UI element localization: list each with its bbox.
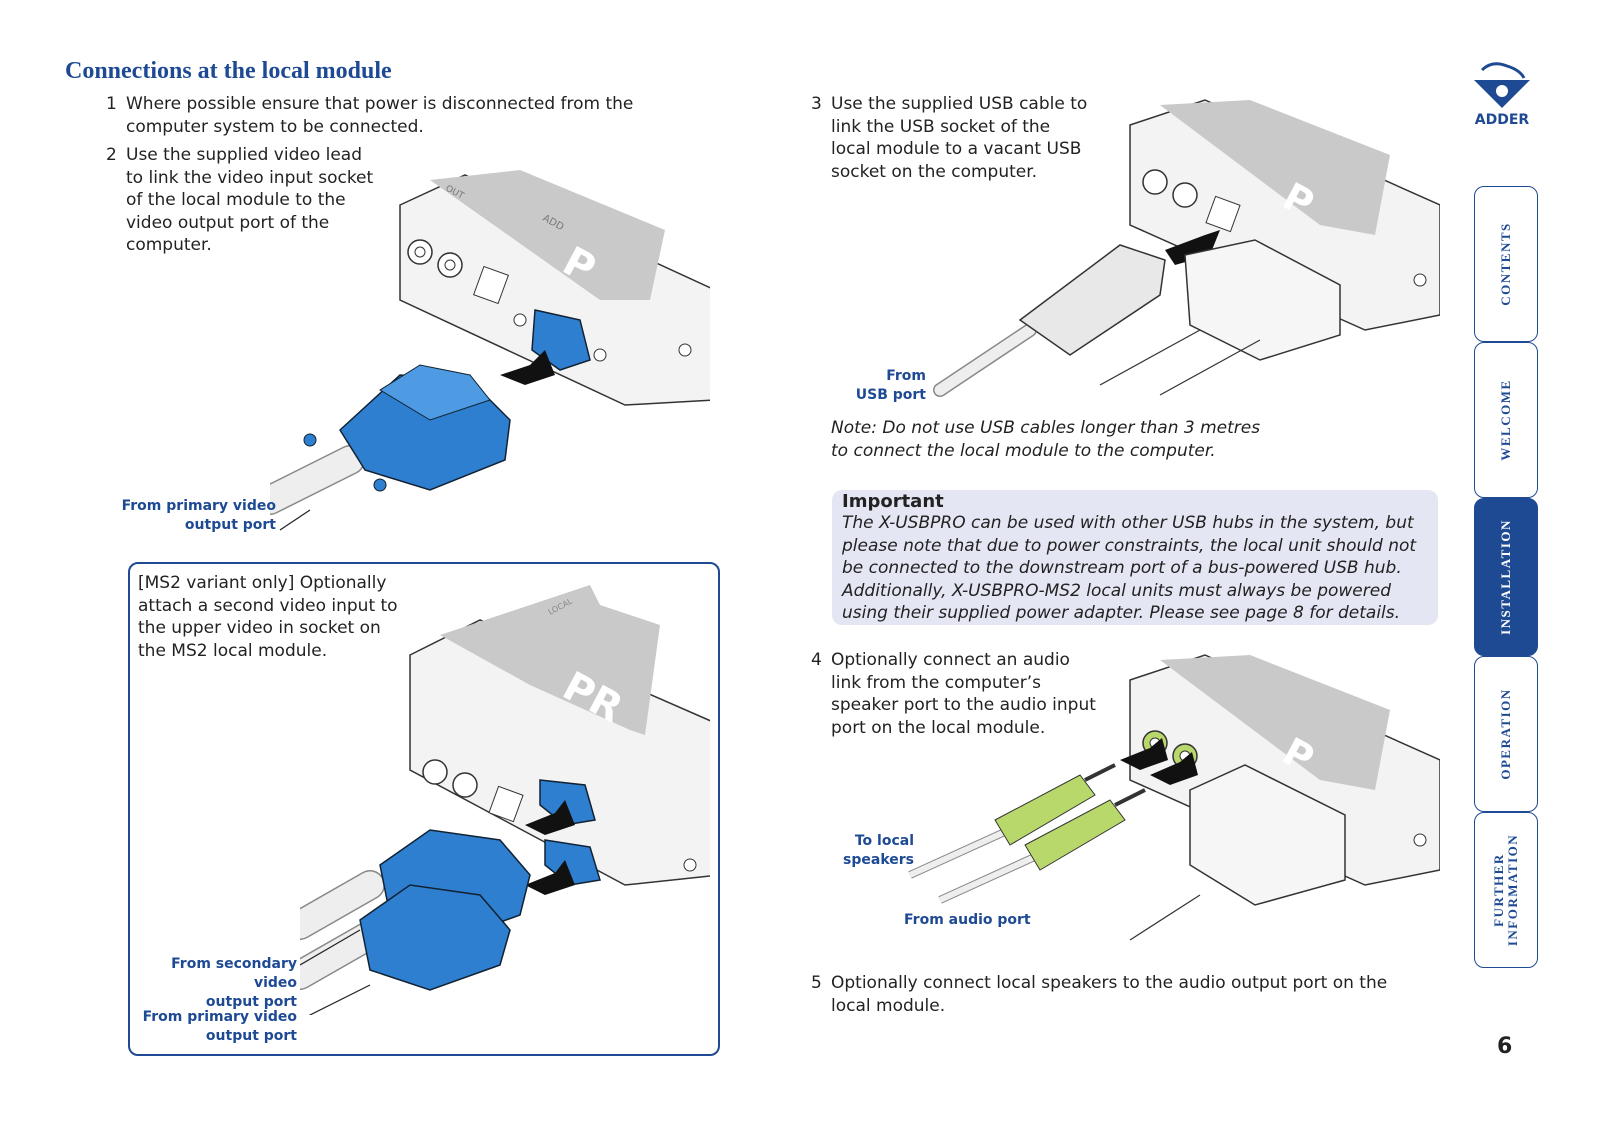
tab-label: WELCOME <box>1498 379 1513 461</box>
step-number: 4 <box>811 650 822 670</box>
caption-line: From primary video <box>121 498 276 514</box>
caption-line: From secondary video <box>171 956 297 991</box>
caption-line: speakers <box>843 852 914 868</box>
step-text: Use the supplied video lead to link the … <box>126 145 374 255</box>
caption-local-speakers: To local speakers <box>838 832 914 870</box>
caption-line: From <box>886 368 926 384</box>
tab-label: CONTENTS <box>1498 222 1513 306</box>
tab-contents[interactable]: CONTENTS <box>1474 186 1538 342</box>
tab-label-line: FURTHER <box>1491 853 1506 927</box>
step-3: 3 Use the supplied USB cable to link the… <box>811 93 1091 183</box>
step-number: 2 <box>106 145 117 165</box>
caption-audio-port: From audio port <box>904 912 1031 928</box>
step-number: 1 <box>106 94 117 114</box>
tab-label: OPERATION <box>1498 688 1513 780</box>
tab-label: FURTHER INFORMATION <box>1491 833 1520 947</box>
usb-cable-note: Note: Do not use USB cables longer than … <box>831 418 1261 461</box>
caption-line: USB port <box>855 387 926 403</box>
ms2-variant-text: [MS2 variant only] Optionally attach a s… <box>138 573 398 661</box>
caption-line: To local <box>854 833 914 849</box>
page-number: 6 <box>1497 1034 1513 1059</box>
important-heading: Important <box>842 491 944 512</box>
step-text: Use the supplied USB cable to link the U… <box>831 94 1088 182</box>
usb-connection-illustration: P <box>933 99 1440 397</box>
step-text: Optionally connect local speakers to the… <box>831 973 1388 1016</box>
step-number: 5 <box>811 973 822 993</box>
caption-primary-video-ms2: From primary video output port <box>135 1008 297 1046</box>
vga-connection-illustration: P ADD OUT <box>270 170 710 531</box>
important-box: Important The X-USBPRO can be used with … <box>832 490 1438 625</box>
tab-label: INSTALLATION <box>1498 519 1513 635</box>
caption-secondary-video: From secondary video output port <box>135 955 297 1012</box>
tab-operation[interactable]: OPERATION <box>1474 656 1538 812</box>
step-text: Where possible ensure that power is disc… <box>126 94 634 137</box>
tab-installation[interactable]: INSTALLATION <box>1474 498 1538 656</box>
step-5: 5 Optionally connect local speakers to t… <box>811 972 1431 1017</box>
caption-usb-port: From USB port <box>840 367 926 405</box>
caption-line: From primary video <box>142 1009 297 1025</box>
step-text: Optionally connect an audio link from th… <box>831 650 1096 738</box>
step-1: 1 Where possible ensure that power is di… <box>106 93 706 138</box>
caption-line: output port <box>205 1028 297 1044</box>
caption-line: output port <box>205 994 297 1010</box>
page-title: Connections at the local module <box>65 58 392 84</box>
important-body: The X-USBPRO can be used with other USB … <box>842 513 1417 623</box>
tab-further-information[interactable]: FURTHER INFORMATION <box>1474 812 1538 968</box>
step-4: 4 Optionally connect an audio link from … <box>811 649 1101 739</box>
caption-line: output port <box>184 517 276 533</box>
adder-logo-icon: ADDER <box>1474 62 1530 128</box>
audio-connection-illustration: P <box>908 654 1440 941</box>
step-number: 3 <box>811 94 822 114</box>
ms2-variant-box <box>128 562 720 1056</box>
dual-vga-illustration: LOCAL PR <box>300 585 710 1015</box>
tab-welcome[interactable]: WELCOME <box>1474 342 1538 498</box>
caption-primary-video: From primary video output port <box>110 497 276 535</box>
step-2: 2 Use the supplied video lead to link th… <box>106 144 376 257</box>
adder-logo: ADDER <box>1462 58 1542 128</box>
logo-text: ADDER <box>1475 112 1530 128</box>
tab-label-line: INFORMATION <box>1505 833 1520 947</box>
